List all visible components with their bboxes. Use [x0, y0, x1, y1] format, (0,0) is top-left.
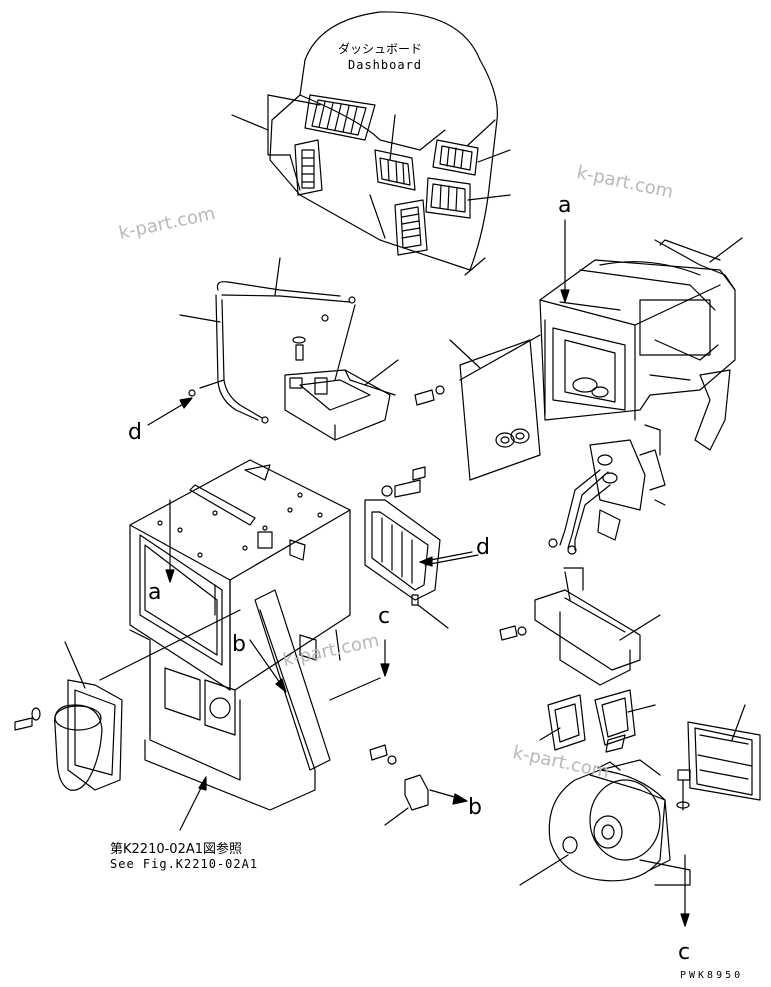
heater-core-pipes: [548, 424, 666, 555]
blower-fan: [519, 759, 691, 886]
dashboard-label-en: Dashboard: [348, 58, 423, 72]
ref-arrow-a-top: [560, 219, 570, 303]
reference-leader: [179, 776, 207, 831]
ref-arrow-c-mid: [380, 639, 390, 677]
ref-arrow-c-bottom: [680, 854, 690, 927]
reference-line-jp: 第K2210-02A1図参照: [110, 842, 243, 857]
lower-duct: [499, 567, 661, 686]
cover-plate: [414, 334, 541, 481]
callout-d-left: d: [128, 420, 142, 445]
mounting-clamps: [539, 689, 656, 753]
heater-unit: [539, 237, 743, 451]
filter-duct: [364, 466, 479, 629]
dashboard-label-jp: ダッシュボード: [338, 42, 423, 56]
dashboard-vent-center: [304, 94, 376, 141]
ref-arrow-d-right: [419, 551, 473, 567]
dashboard-vent-right-mid: [425, 177, 471, 219]
callout-b-left: b: [232, 632, 246, 657]
front-vent-duct: [14, 609, 241, 791]
callout-c-mid: c: [378, 604, 391, 629]
air-filter: [687, 704, 761, 801]
mount-bracket-assembly: [284, 336, 399, 441]
ref-arrow-d-left: [147, 397, 193, 426]
ref-arrow-b-bottom: [429, 789, 468, 805]
ref-arrow-a-left: [165, 499, 175, 583]
callout-a-top: a: [558, 193, 572, 218]
callout-c-bottom: c: [678, 940, 691, 965]
heater-hose-assembly: [179, 257, 356, 424]
dashboard-vent-mid: [374, 149, 416, 191]
dashboard-vent-right-top: [432, 139, 479, 176]
callout-b-bottom: b: [468, 795, 482, 820]
relay: [369, 744, 429, 826]
drawing-code: PWK8950: [680, 970, 744, 981]
ref-arrow-b-left: [249, 639, 287, 693]
callout-a-left: a: [148, 580, 162, 605]
dashboard-vent-lower: [394, 199, 428, 256]
cab-step-frame: [129, 459, 381, 811]
callout-d-right: d: [476, 535, 490, 560]
dashboard-panel: [231, 11, 511, 276]
reference-line-en: See Fig.K2210-02A1: [110, 857, 259, 871]
